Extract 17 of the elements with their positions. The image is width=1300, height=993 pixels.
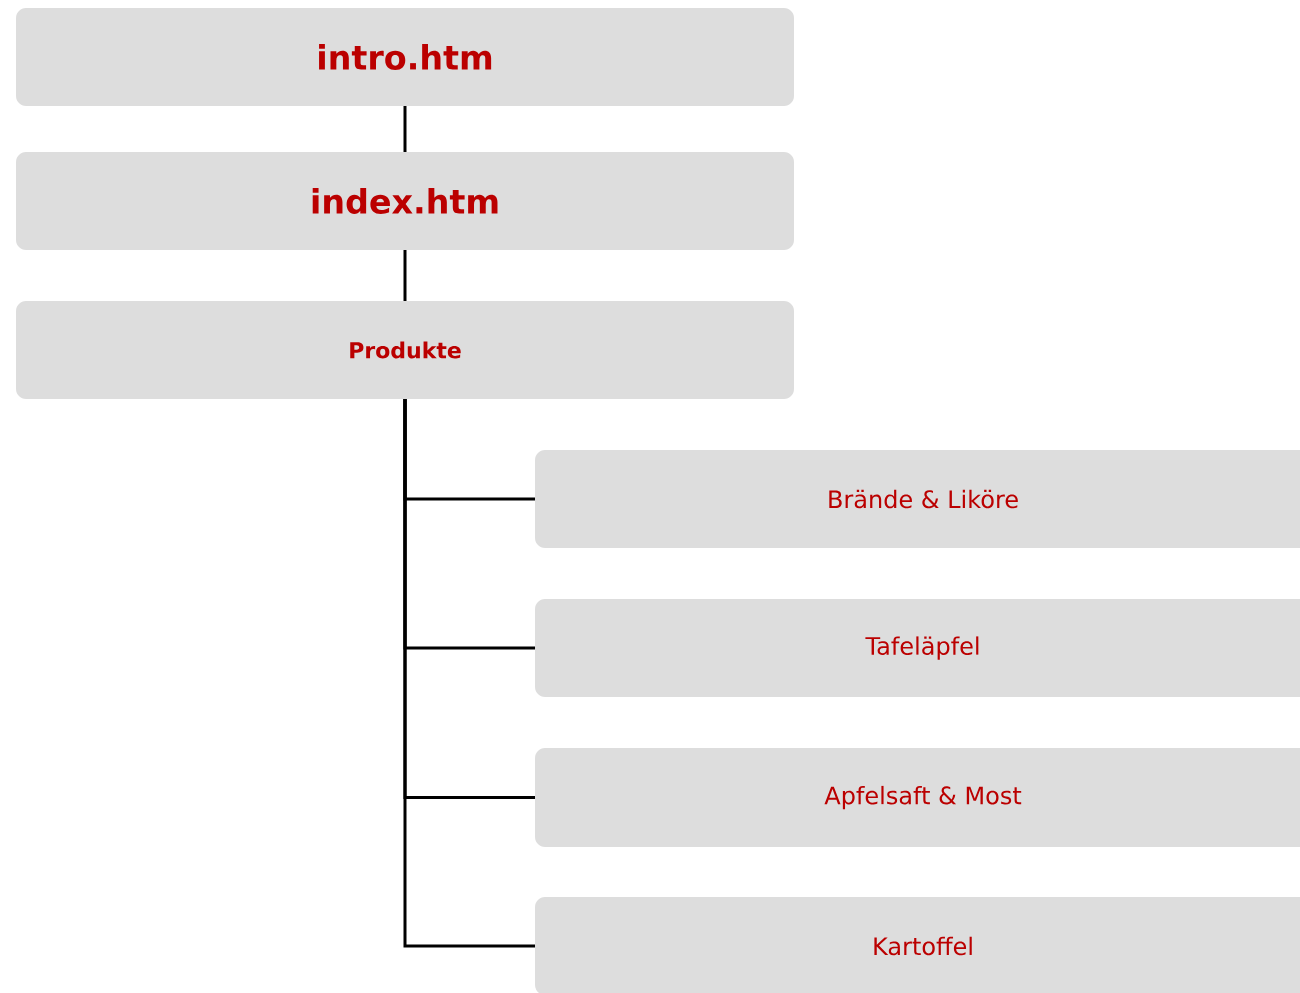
page-box <box>16 152 794 250</box>
page-title: Tafeläpfel <box>865 636 979 660</box>
page-title: Apfelsaft & Most <box>824 785 1022 810</box>
page-title: index.htm <box>312 188 498 214</box>
connector-line <box>403 250 407 301</box>
page-title: Produkte <box>350 341 461 359</box>
connector-line <box>403 399 535 948</box>
page-title: intro.htm <box>319 44 492 70</box>
connector-line <box>403 106 407 152</box>
page-box <box>535 897 1300 993</box>
section-box <box>16 301 794 399</box>
page-box <box>16 8 794 106</box>
page-title: Kartoffel <box>874 936 972 956</box>
page-box <box>535 599 1300 697</box>
page-title: Brände & Liköre <box>829 489 1018 509</box>
page-box <box>535 450 1300 548</box>
page-box <box>535 748 1300 847</box>
